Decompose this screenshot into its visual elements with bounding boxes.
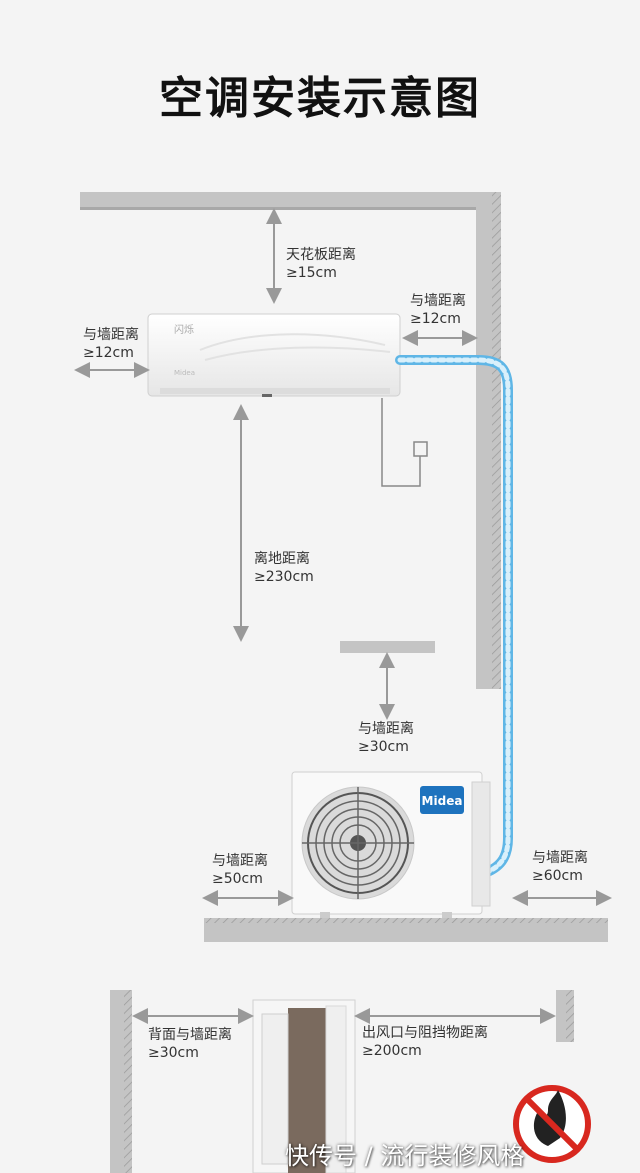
ground-slab <box>204 918 608 942</box>
page-title: 空调安装示意图 <box>159 73 481 124</box>
dimension-arrows <box>74 208 612 1024</box>
indoor-brand-mark: 闪烁 <box>174 323 194 336</box>
label-wall-left-indoor: 与墙距离 ≥12cm <box>83 327 139 361</box>
label-ceiling: 天花板距离 ≥15cm <box>286 247 356 281</box>
indoor-logo: Midea <box>174 369 195 377</box>
outdoor-unit <box>291 771 491 918</box>
label-floor: 离地距离 ≥230cm <box>254 551 314 585</box>
drain-pipe <box>381 398 428 487</box>
outdoor-logo: Midea <box>422 794 463 808</box>
label-right-outdoor: 与墙距离 ≥60cm <box>532 850 588 884</box>
top-obstacle <box>340 641 435 653</box>
indoor-unit <box>147 313 401 397</box>
watermark: 快传号 / 流行装修风格 <box>285 1142 525 1170</box>
label-back-wall: 背面与墙距离 ≥30cm <box>148 1027 232 1061</box>
no-fire-sign <box>513 1085 591 1163</box>
outdoor-unit-side <box>252 999 356 1173</box>
ceiling-wall <box>80 192 501 689</box>
bottom-walls <box>110 990 574 1173</box>
label-wall-right-indoor: 与墙距离 ≥12cm <box>410 293 466 327</box>
label-outlet: 出风口与阻挡物距离 ≥200cm <box>362 1025 488 1059</box>
label-left-outdoor: 与墙距离 ≥50cm <box>212 853 268 887</box>
label-top-outdoor: 与墙距离 ≥30cm <box>358 721 414 755</box>
refrigerant-pipe <box>395 355 513 879</box>
